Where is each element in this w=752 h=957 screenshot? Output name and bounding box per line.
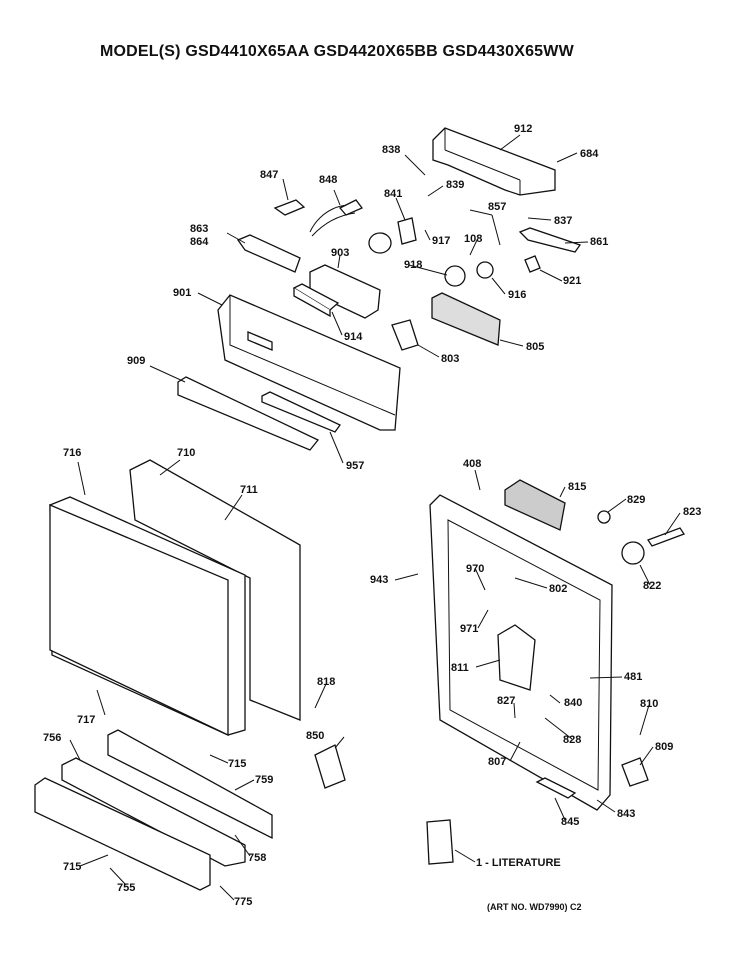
label-802: 802 xyxy=(549,583,567,595)
label-916: 916 xyxy=(508,289,526,301)
label-840: 840 xyxy=(564,697,582,709)
part-756-toe-panel xyxy=(61,757,246,867)
label-408: 408 xyxy=(463,458,481,470)
label-914: 914 xyxy=(344,331,363,343)
label-815: 815 xyxy=(568,481,586,493)
literature-sheet xyxy=(426,819,454,865)
part-822-wheel xyxy=(621,541,645,565)
label-827: 827 xyxy=(497,695,515,707)
label-861: 861 xyxy=(590,236,608,248)
part-811-dispenser xyxy=(497,624,536,691)
part-957-panel xyxy=(261,391,341,433)
label-828: 828 xyxy=(563,734,581,746)
label-971: 971 xyxy=(460,623,478,635)
part-848-harness xyxy=(309,199,364,237)
label-822: 822 xyxy=(643,580,661,592)
label-850: 850 xyxy=(306,730,324,742)
label-803: 803 xyxy=(441,353,459,365)
label-838: 838 xyxy=(382,144,400,156)
label-756: 756 xyxy=(43,732,61,744)
page-title: MODEL(S) GSD4410X65AA GSD4420X65BB GSD44… xyxy=(100,43,574,60)
part-805-board xyxy=(431,292,501,346)
part-829-knob xyxy=(597,510,611,524)
label-848: 848 xyxy=(319,174,337,186)
part-916-knob xyxy=(444,261,494,287)
label-917: 917 xyxy=(432,235,450,247)
label-903: 903 xyxy=(331,247,349,259)
label-literature: 1 - LITERATURE xyxy=(476,857,561,869)
label-837: 837 xyxy=(554,215,572,227)
label-775: 775 xyxy=(234,896,252,908)
part-845-strip xyxy=(535,777,577,799)
label-755: 755 xyxy=(117,882,135,894)
part-755-kickplate xyxy=(34,777,211,891)
part-823-shaft xyxy=(647,527,685,547)
label-901: 901 xyxy=(173,287,191,299)
label-810: 810 xyxy=(640,698,658,710)
label-970: 970 xyxy=(466,563,484,575)
label-863: 863 xyxy=(190,223,208,235)
label-912: 912 xyxy=(514,123,532,135)
label-807: 807 xyxy=(488,756,506,768)
label-943: 943 xyxy=(370,574,388,586)
label-864: 864 xyxy=(190,236,209,248)
label-715-upper: 715 xyxy=(228,758,246,770)
part-809-latch xyxy=(621,757,649,787)
label-809: 809 xyxy=(655,741,673,753)
part-847-connector xyxy=(273,199,306,216)
label-918: 918 xyxy=(404,259,422,271)
label-715-lower: 715 xyxy=(63,861,81,873)
part-labels: 912 838 684 847 848 839 841 857 837 863 … xyxy=(43,123,701,908)
label-829: 829 xyxy=(627,494,645,506)
label-108: 108 xyxy=(464,233,482,245)
part-815-vent xyxy=(504,479,566,531)
part-863-switch xyxy=(237,234,301,273)
part-803-valve xyxy=(391,319,419,351)
label-921: 921 xyxy=(563,275,581,287)
label-811: 811 xyxy=(451,662,469,674)
part-850-bracket xyxy=(314,744,346,789)
label-711: 711 xyxy=(240,484,258,496)
part-759-channel xyxy=(107,729,273,840)
part-921-clip xyxy=(524,255,541,273)
part-710-711-inner-panel xyxy=(129,459,301,721)
label-823: 823 xyxy=(683,506,701,518)
label-717: 717 xyxy=(77,714,95,726)
art-number: (ART NO. WD7990) C2 xyxy=(487,902,582,912)
label-845: 845 xyxy=(561,816,579,828)
label-839: 839 xyxy=(446,179,464,191)
part-841-switch xyxy=(397,217,417,245)
label-843: 843 xyxy=(617,808,635,820)
label-759: 759 xyxy=(255,774,273,786)
label-818: 818 xyxy=(317,676,335,688)
part-912-bracket xyxy=(432,127,556,196)
label-847: 847 xyxy=(260,169,278,181)
label-716: 716 xyxy=(63,447,81,459)
label-710: 710 xyxy=(177,447,195,459)
part-918-knob xyxy=(368,232,392,254)
label-957: 957 xyxy=(346,460,364,472)
leader-lines xyxy=(69,134,681,901)
label-841: 841 xyxy=(384,188,402,200)
part-861-lever xyxy=(518,227,582,253)
label-481: 481 xyxy=(624,671,642,683)
part-909-overlay xyxy=(177,376,320,451)
label-857: 857 xyxy=(488,201,506,213)
label-909: 909 xyxy=(127,355,145,367)
label-758: 758 xyxy=(248,852,266,864)
label-684: 684 xyxy=(580,148,599,160)
part-901-console xyxy=(217,294,401,431)
part-914-pad xyxy=(292,283,340,318)
label-805: 805 xyxy=(526,341,544,353)
part-716-717-outer-door xyxy=(49,496,246,737)
